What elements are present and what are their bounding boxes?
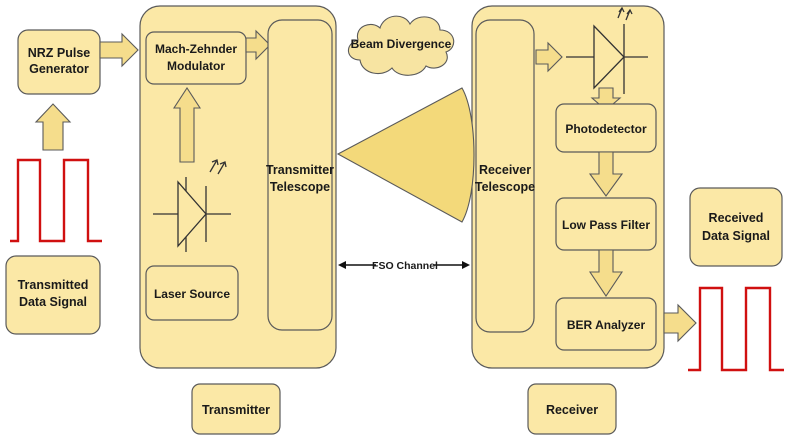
photodetector-label: Photodetector xyxy=(565,122,647,136)
mzm-label-line2: Modulator xyxy=(167,59,225,73)
ber-analyzer-label: BER Analyzer xyxy=(567,318,646,332)
rx-telescope-label-line1: Receiver xyxy=(479,163,531,177)
nrz-label-line2: Generator xyxy=(29,62,89,76)
arrow-signal-to-nrz xyxy=(34,103,72,151)
receiver-telescope-block xyxy=(475,19,535,333)
laser-source-label: Laser Source xyxy=(154,287,230,301)
arrow-laser-to-modulator xyxy=(172,86,202,163)
receiver-caption: Receiver xyxy=(546,403,598,417)
transmitted-data-signal-block xyxy=(5,255,101,335)
tx-telescope-label-line2: Telescope xyxy=(270,180,330,194)
beam-divergence-label: Beam Divergence xyxy=(351,37,452,51)
low-pass-filter-label: Low Pass Filter xyxy=(562,218,650,232)
receiver-caption-box xyxy=(527,383,617,435)
beam-cone-icon xyxy=(336,87,475,223)
arrow-photodetector-to-filter xyxy=(588,151,624,197)
transmitted-label-line2: Data Signal xyxy=(19,295,87,309)
laser-source-block xyxy=(145,265,239,321)
transmitter-caption: Transmitter xyxy=(202,403,270,417)
arrow-nrz-to-modulator xyxy=(99,32,139,68)
arrow-telescope-to-amplifier xyxy=(535,41,563,73)
arrow-ber-to-output xyxy=(663,303,697,343)
fso-channel-arrow xyxy=(338,261,470,269)
fso-channel-label: FSO Channel xyxy=(372,260,438,272)
transmitted-label-line1: Transmitted xyxy=(18,278,89,292)
arrow-modulator-to-telescope xyxy=(245,29,271,61)
cloud-icon xyxy=(347,15,455,76)
received-pulse-waveform xyxy=(688,286,784,372)
nrz-pulse-generator-block xyxy=(17,29,101,95)
transmitter-telescope-block xyxy=(267,19,333,331)
transmitter-caption-box xyxy=(191,383,281,435)
mach-zehnder-modulator-block xyxy=(145,31,247,85)
ber-analyzer-block xyxy=(555,297,657,351)
nrz-label-line1: NRZ Pulse xyxy=(28,46,91,60)
received-label-line2: Data Signal xyxy=(702,229,770,243)
mzm-label-line1: Mach-Zehnder xyxy=(155,42,237,56)
optical-amplifier-icon xyxy=(566,6,648,94)
rx-telescope-label-line2: Telescope xyxy=(475,180,535,194)
laser-diode-icon xyxy=(153,159,231,252)
received-label-line1: Received xyxy=(709,211,764,225)
received-data-signal-block xyxy=(689,187,783,267)
transmitted-pulse-waveform xyxy=(10,158,102,243)
arrow-filter-to-ber xyxy=(588,249,624,297)
tx-telescope-label-line1: Transmitter xyxy=(266,163,334,177)
